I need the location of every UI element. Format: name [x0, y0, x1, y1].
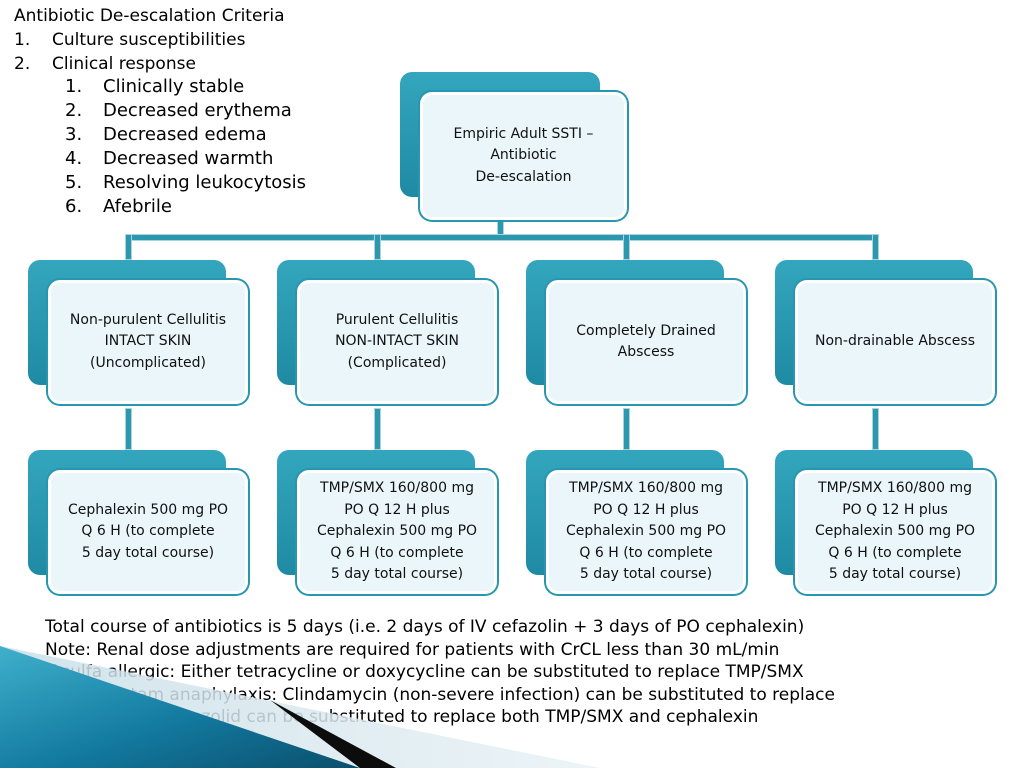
- note-line: cephalexin, or linezolid can be substitu…: [45, 707, 759, 727]
- treatment-node-label: TMP/SMX 160/800 mg PO Q 12 H plus Cephal…: [297, 470, 497, 594]
- note-line: Total course of antibiotics is 5 days (i…: [45, 617, 805, 637]
- category-link-3: [623, 408, 630, 450]
- branch-drop-4: [872, 234, 879, 260]
- criteria-list: 1.Culture susceptibilities 2.Clinical re…: [14, 28, 245, 76]
- criteria-item: 2.Clinical response: [14, 54, 196, 74]
- category-link-1: [125, 408, 132, 450]
- treatment-node-label: Cephalexin 500 mg PO Q 6 H (to complete …: [48, 470, 248, 594]
- note-line: If beta-lactam anaphylaxis: Clindamycin …: [45, 684, 835, 705]
- clinical-response-item: 6.Afebrile: [65, 196, 172, 217]
- clinical-response-item: 1.Clinically stable: [65, 76, 245, 97]
- category-node-label: Completely Drained Abscess: [546, 280, 746, 404]
- branch-drop-3: [623, 234, 630, 260]
- root-node-label: Empiric Adult SSTI – Antibiotic De-escal…: [420, 92, 627, 220]
- category-node-label: Non-purulent Cellulitis INTACT SKIN (Unc…: [48, 280, 248, 404]
- branch-bar: [125, 234, 879, 241]
- branch-drop-2: [374, 234, 381, 260]
- note-line: Note: Renal dose adjustments are require…: [45, 639, 780, 660]
- criteria-item: 1.Culture susceptibilities: [14, 30, 246, 50]
- notes-block: Total course of antibiotics is 5 days (i…: [45, 616, 1015, 729]
- clinical-response-item: 3.Decreased edema: [65, 124, 267, 145]
- note-line: If sulfa allergic: Either tetracycline o…: [45, 662, 804, 682]
- category-node-label: Non-drainable Abscess: [795, 280, 995, 404]
- category-link-2: [374, 408, 381, 450]
- clinical-response-item: 5.Resolving leukocytosis: [65, 172, 307, 193]
- category-link-4: [872, 408, 879, 450]
- treatment-node-label: TMP/SMX 160/800 mg PO Q 12 H plus Cephal…: [546, 470, 746, 594]
- criteria-title: Antibiotic De-escalation Criteria: [14, 6, 285, 26]
- clinical-response-item: 2.Decreased erythema: [65, 100, 292, 121]
- clinical-response-item: 4.Decreased warmth: [65, 148, 274, 169]
- category-node-label: Purulent Cellulitis NON-INTACT SKIN (Com…: [297, 280, 497, 404]
- clinical-response-list: 1.Clinically stable 2.Decreased erythema…: [65, 75, 306, 219]
- branch-drop-1: [125, 234, 132, 260]
- treatment-node-label: TMP/SMX 160/800 mg PO Q 12 H plus Cephal…: [795, 470, 995, 594]
